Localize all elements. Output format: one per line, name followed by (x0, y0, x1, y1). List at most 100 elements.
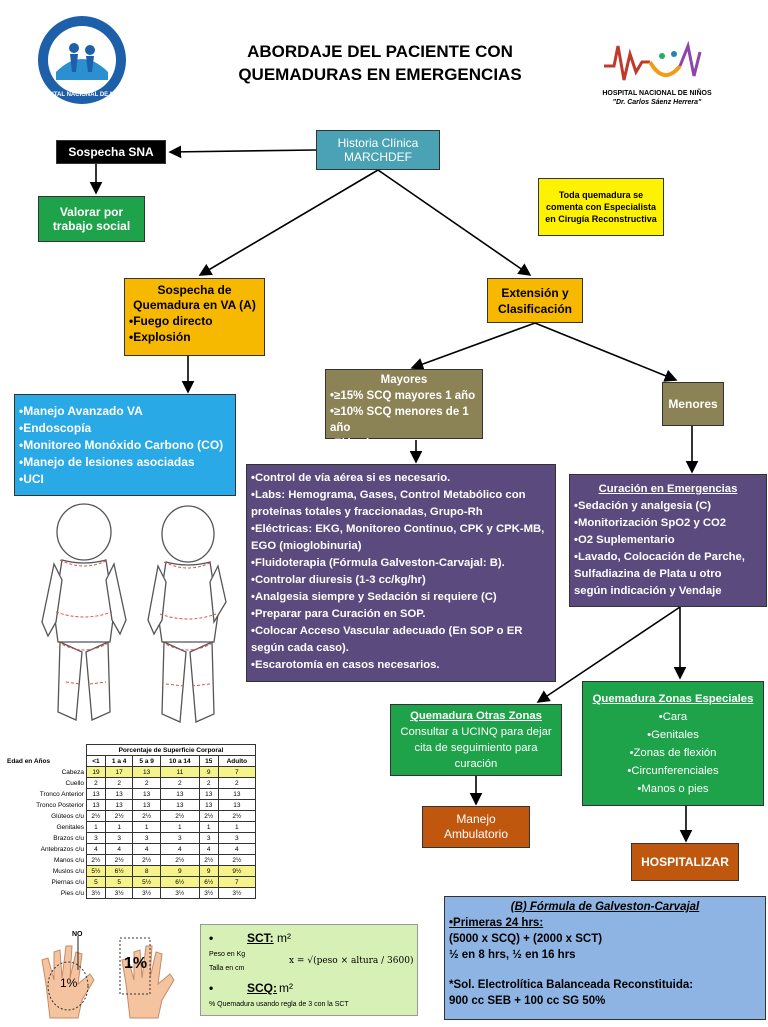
menores-label: Menores (668, 397, 718, 411)
table-cell: 3½ (132, 887, 161, 899)
table-cell: 4 (132, 843, 161, 855)
table-cell: 2½ (132, 854, 161, 866)
table-cell: 13 (132, 766, 161, 778)
sct-bullet: • (209, 931, 214, 945)
body-chart-illustration (36, 502, 236, 740)
table-cell: 13 (104, 788, 134, 800)
table-cell: 3½ (198, 887, 219, 899)
table-cell: 9 (159, 865, 200, 877)
table-col-header: 5 a 9 (132, 755, 161, 767)
valorar-line-1: Valorar por (59, 205, 124, 219)
table-cell: 2½ (217, 810, 257, 822)
curacion-item-4: •Lavado, Colocación de Parche, (574, 551, 745, 563)
table-row-label: Antebrazos c/u (40, 845, 84, 853)
mayores-title: Mayores (380, 374, 428, 386)
table-row-label: Muslos c/u (52, 867, 84, 875)
sct-unit: m² (277, 931, 291, 945)
table-cell: 13 (85, 788, 106, 800)
table-cell: 1 (198, 821, 219, 833)
table-cell: 2½ (159, 810, 200, 822)
table-col-header: <1 (85, 755, 106, 767)
galveston-line-5: 900 cc SEB + 100 cc SG 50% (449, 995, 606, 1007)
sospecha-va-node: Sospecha de Quemadura en VA (A) •Fuego d… (124, 278, 265, 356)
table-cell: 3 (198, 832, 219, 844)
table-col-header: 10 a 14 (159, 755, 200, 767)
title-line-2: QUEMADURAS EN EMERGENCIAS (238, 65, 522, 84)
mm-10: •Colocar Acceso Vascular adecuado (En SO… (251, 625, 523, 637)
sospecha-va-item-1: •Fuego directo (129, 314, 213, 328)
table-cell: 7 (217, 766, 257, 778)
table-cell: 5 (85, 876, 106, 888)
table-row-label: Pies c/u (60, 889, 84, 897)
zonas-especiales-title: Quemadura Zonas Especiales (592, 693, 754, 705)
zonas-item-5: •Manos o pies (637, 783, 709, 795)
page-title: ABORDAJE DEL PACIENTE CON QUEMADURAS EN … (190, 40, 570, 86)
table-cell: 4 (217, 843, 257, 855)
table-cell: 3 (85, 832, 106, 844)
table-cell: 1 (132, 821, 161, 833)
hospitalizar-node: HOSPITALIZAR (631, 843, 739, 881)
scq-unit: m² (279, 981, 293, 995)
table-cell: 3½ (85, 887, 106, 899)
table-cell: 4 (104, 843, 134, 855)
valorar-trabajo-social-node: Valorar por trabajo social (38, 196, 145, 242)
table-cell: 6½ (104, 865, 134, 877)
table-cell: 11 (159, 766, 200, 778)
table-cell: 17 (104, 766, 134, 778)
curacion-item-2: •Monitorización SpO2 y CO2 (574, 517, 727, 529)
table-cell: 3½ (159, 887, 200, 899)
logo-bottom-text: HOSPITAL NACIONAL DE NIÑOS (35, 92, 129, 98)
table-cell: 3 (217, 832, 257, 844)
table-row-label: Brazos c/u (53, 834, 84, 842)
table-cell: 2½ (198, 854, 219, 866)
table-cell: 1 (159, 821, 200, 833)
nota-line-2: comenta con Especialista (545, 202, 657, 212)
table-cell: 6½ (159, 876, 200, 888)
table-cell: 3½ (217, 887, 257, 899)
surface-table: Porcentaje de Superficie Corporal Edad e… (6, 744, 257, 899)
mm-4: •Eléctricas: EKG, Monitoreo Continuo, CP… (251, 523, 545, 535)
table-cell: 2½ (217, 854, 257, 866)
mm-7: •Controlar diuresis (1-3 cc/kg/hr) (251, 574, 426, 586)
table-cell: 1 (104, 821, 134, 833)
table-row-label: Tronco Posterior (36, 801, 84, 809)
manejo-va-item-1: •Manejo Avanzado VA (19, 404, 143, 418)
mayores-item-1: •≥15% SCQ mayores 1 año (330, 390, 476, 402)
scq-bullet: • (209, 981, 214, 995)
hand-left-percent: 1% (60, 976, 78, 990)
table-col-header: 1 a 4 (104, 755, 134, 767)
table-cell: 13 (104, 799, 134, 811)
table-row-label: Piernas c/u (51, 878, 84, 886)
table-row-label: Cuello (65, 779, 84, 787)
nota-especialista-node: Toda quemadura se comenta con Especialis… (538, 178, 664, 236)
galveston-title: (B) Fórmula de Galveston-Carvajal (510, 901, 700, 913)
table-cell: 13 (198, 788, 219, 800)
mm-1: •Control de vía aérea si es necesario. (251, 472, 451, 484)
manejo-va-item-4: •Manejo de lesiones asociadas (19, 455, 195, 469)
table-row-label: Genitales (56, 823, 84, 831)
extension-line-1: Extensión y (501, 285, 569, 300)
historia-clinica-node: Historia Clínica MARCHDEF (316, 130, 440, 170)
table-cell: 13 (217, 799, 257, 811)
table-header-top: Porcentaje de Superficie Corporal (85, 744, 257, 756)
sospecha-va-title-1: Sospecha de (157, 283, 232, 297)
table-cell: 2 (217, 777, 257, 789)
talla-label: Talla en cm (209, 965, 245, 972)
table-cell: 5½ (132, 876, 161, 888)
table-cell: 2 (132, 777, 161, 789)
table-cell: 2 (85, 777, 106, 789)
table-row-label: Glúteos c/u (51, 812, 84, 820)
table-cell: 5 (104, 876, 134, 888)
manejo-amb-line-1: Manejo (456, 812, 496, 826)
mm-5: EGO (mioglobinuria) (251, 540, 362, 552)
mm-9: •Preparar para Curación en SOP. (251, 608, 426, 620)
